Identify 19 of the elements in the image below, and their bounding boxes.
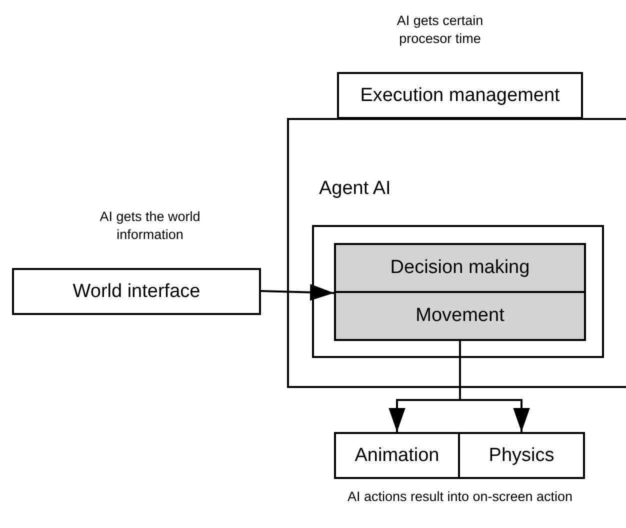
node-label: Movement	[416, 305, 504, 327]
process-box	[334, 291, 586, 341]
agent-container-box	[287, 118, 626, 388]
node-label: Animation	[354, 444, 440, 466]
process-box	[458, 432, 585, 479]
arrow	[260, 284, 334, 301]
group-heading: Agent AI	[319, 178, 391, 200]
annotation-text: AI gets the world information	[98, 208, 202, 244]
node-label: Decision making	[390, 257, 530, 279]
node-label: Physics	[488, 444, 554, 466]
node-label: Execution management	[360, 84, 560, 106]
annotation-text: AI actions result into on-screen action	[346, 488, 574, 506]
node-label: World interface	[72, 280, 200, 302]
process-box	[334, 432, 460, 479]
annotation-text: AI gets certain procesor time	[396, 12, 484, 48]
process-box	[12, 268, 261, 315]
container-box	[312, 225, 604, 358]
process-box	[334, 243, 586, 293]
process-box	[337, 72, 583, 119]
